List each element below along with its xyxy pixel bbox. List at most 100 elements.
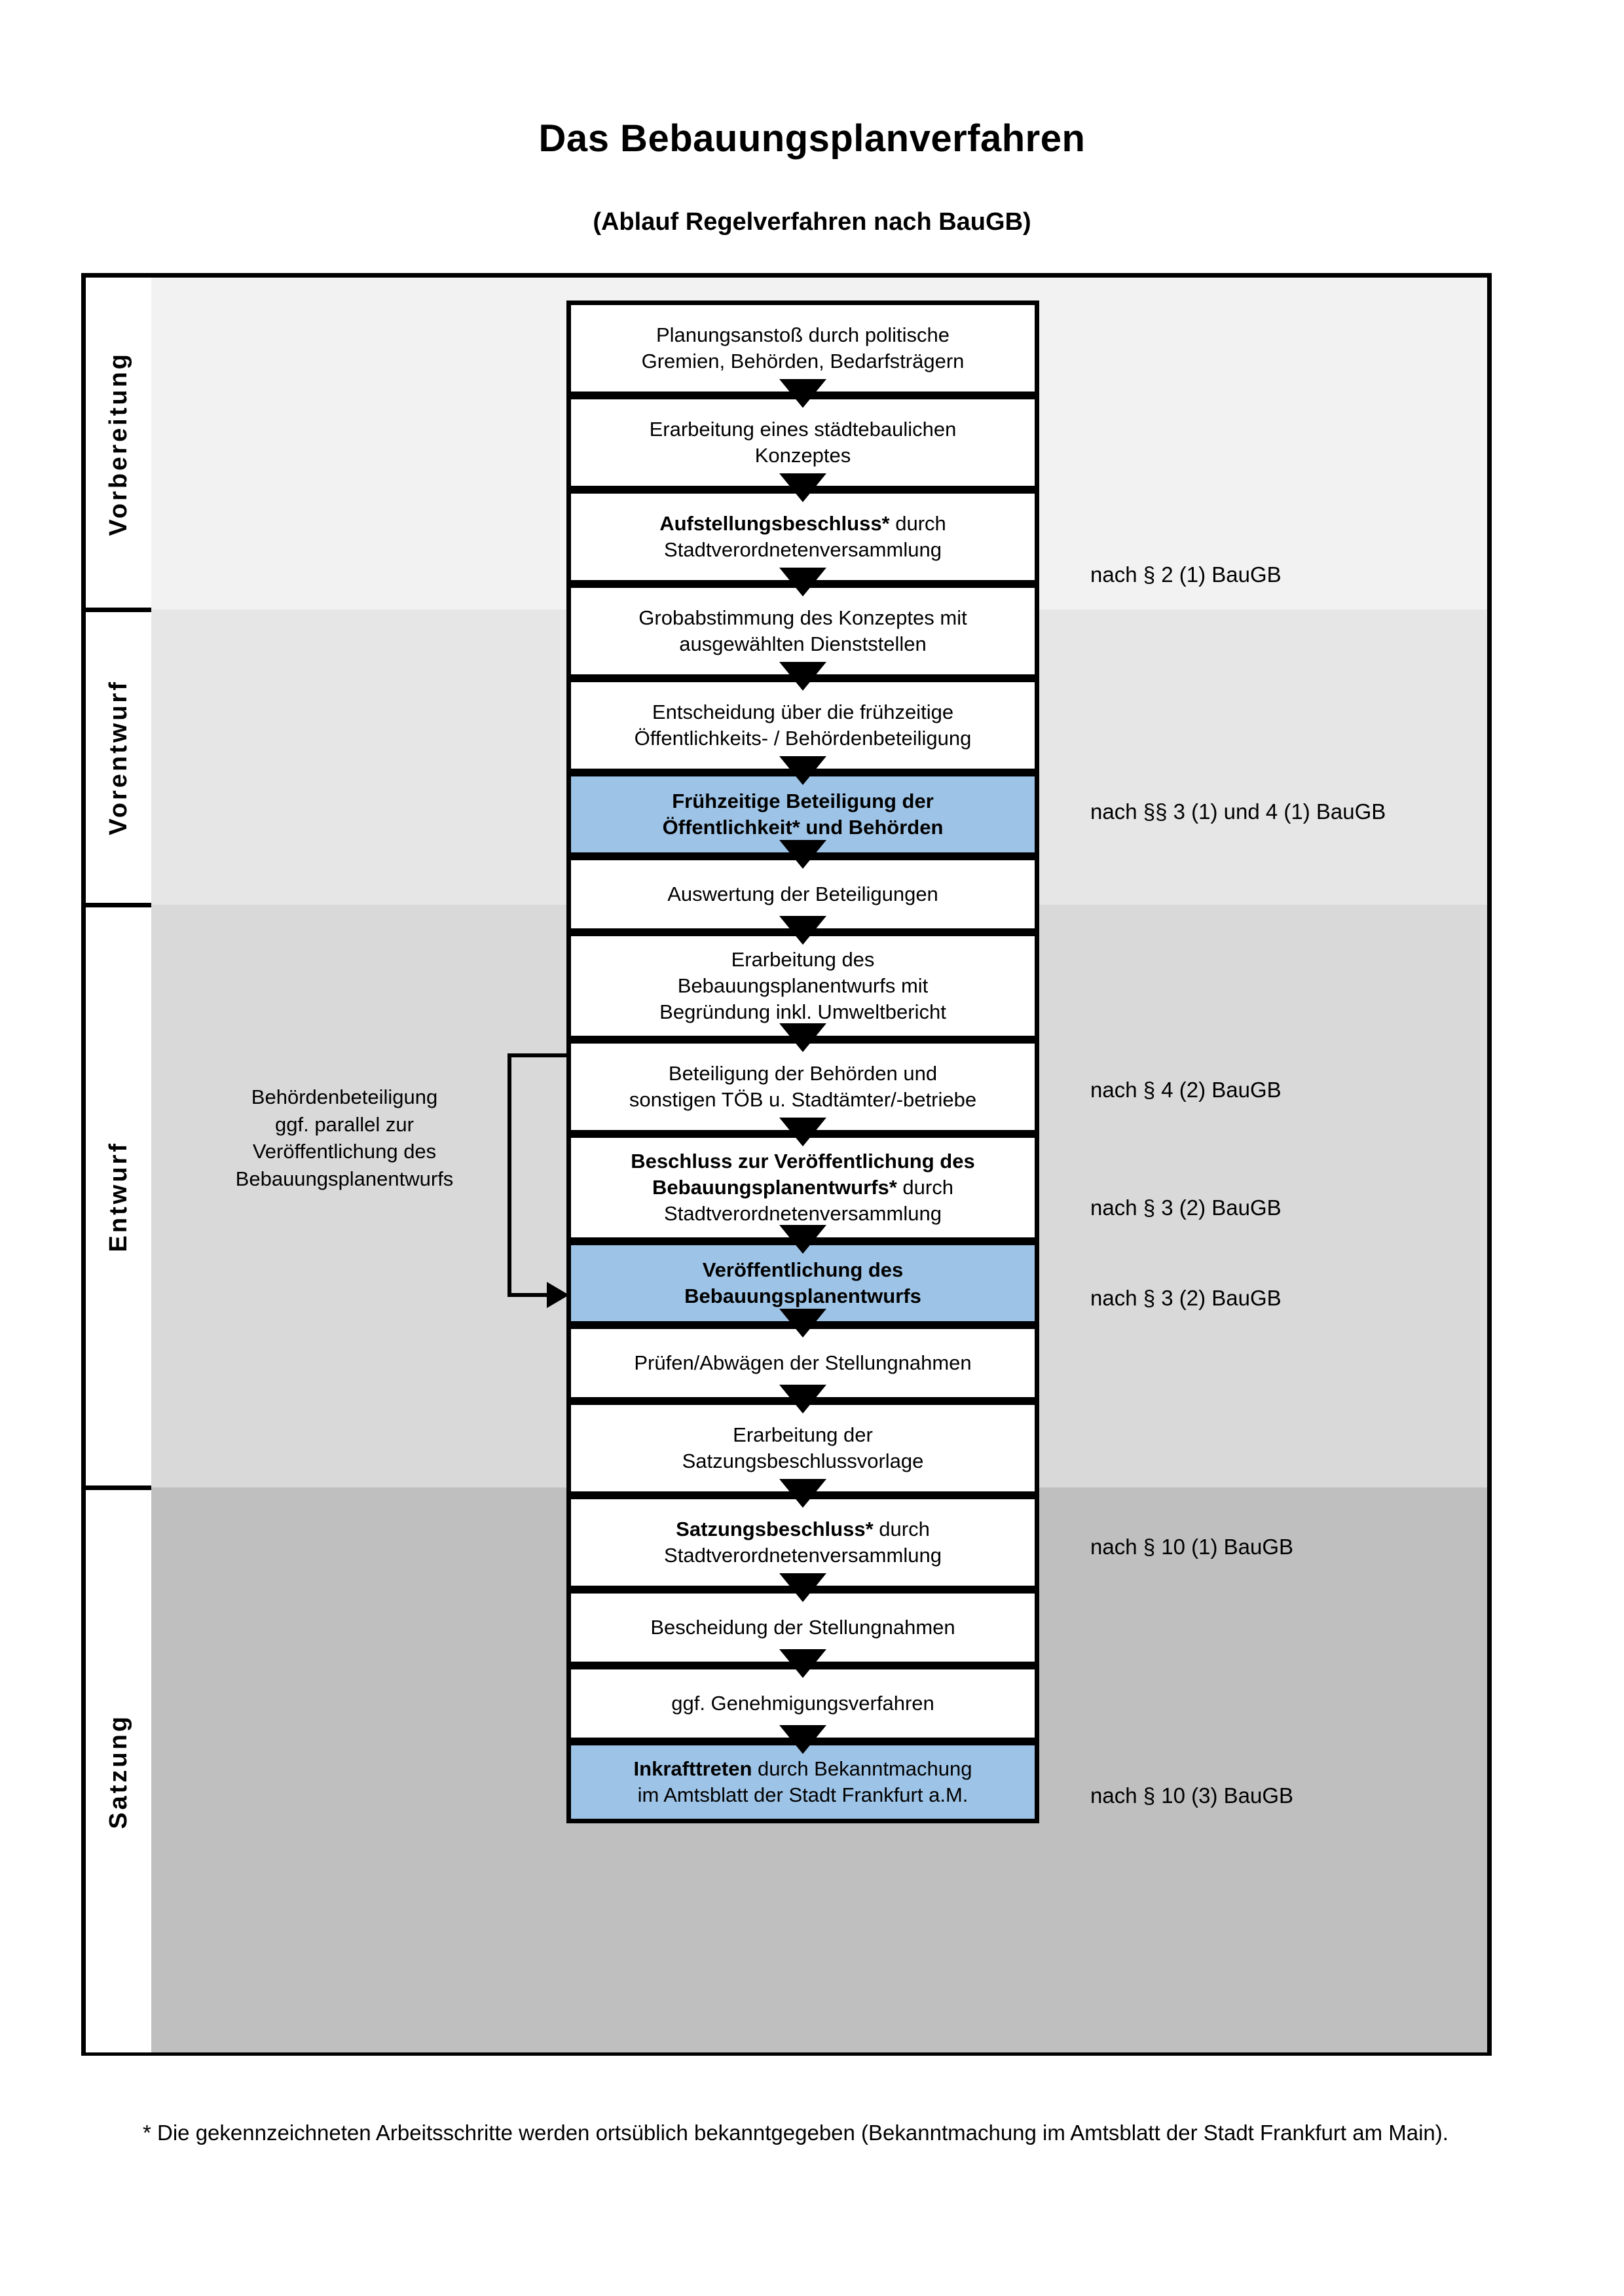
flow-node-text: Erarbeitung eines städtebaulichen Konzep… [578, 416, 1028, 469]
flow-node-line: Begründung inkl. Umweltbericht [659, 1000, 946, 1024]
flow-node-beschluss-veroeffentlichung[interactable]: Beschluss zur Veröffentlichung des Bebau… [566, 1133, 1039, 1242]
flow-arrow-down [779, 1649, 826, 1678]
flow-node-text: Planungsanstoß durch politische Gremien,… [578, 322, 1028, 375]
flow-node-text: Inkrafttreten durch Bekanntmachung im Am… [578, 1756, 1028, 1809]
flow-node-line: Gremien, Behörden, Bedarfsträgern [641, 350, 965, 373]
sidenote-line: Behördenbeteiligung [251, 1085, 438, 1108]
phase-label-vorentwurf: Vorentwurf [86, 612, 151, 903]
flow-node-inkrafttreten[interactable]: Inkrafttreten durch Bekanntmachung im Am… [566, 1741, 1039, 1823]
phase-label-entwurf: Entwurf [86, 907, 151, 1485]
flow-node-line: im Amtsblatt der Stadt Frankfurt a.M. [637, 1783, 969, 1806]
rail-divider [86, 608, 151, 612]
flow-node-line: Öffentlichkeits- / Behördenbeteiligung [634, 727, 972, 750]
flow-node-line: Erarbeitung des [731, 947, 875, 971]
flow-node-text: Prüfen/Abwägen der Stellungnahmen [578, 1350, 1028, 1376]
phase-label-vorbereitung: Vorbereitung [86, 278, 151, 610]
flow-node-line: durch Bekanntmachung [752, 1757, 972, 1780]
law-ref-paragraph-2-1: nach § 2 (1) BauGB [1090, 562, 1282, 587]
phase-label-satzung: Satzung [86, 1490, 151, 2052]
page-title: Das Bebauungsplanverfahren [538, 117, 1086, 160]
flow-node-text: Satzungsbeschluss* durch Stadtverordnete… [578, 1516, 1028, 1569]
sidenote-behoerdenbeteiligung: Behördenbeteiligung ggf. parallel zur Ve… [191, 1084, 498, 1192]
flow-node-line-bold: Frühzeitige Beteiligung der [672, 789, 934, 812]
flow-node-text: Entscheidung über die frühzeitige Öffent… [578, 699, 1028, 752]
feedback-connector-top [507, 1053, 570, 1057]
flow-node-text: Frühzeitige Beteiligung der Öffentlichke… [578, 788, 1028, 841]
flow-node-line: Satzungsbeschlussvorlage [682, 1449, 924, 1472]
flow-node-line-bold: Satzungsbeschluss* [676, 1517, 874, 1540]
phase-label-text: Satzung [104, 1713, 132, 1829]
feedback-connector-arrowhead [547, 1282, 569, 1308]
flow-node-beteiligung-behoerden-toeb[interactable]: Beteiligung der Behörden und sonstigen T… [566, 1039, 1039, 1135]
flow-node-line-bold: Aufstellungsbeschluss* [659, 511, 890, 535]
flow-arrow-down [779, 1118, 826, 1146]
flow-arrow-down [779, 662, 826, 691]
phase-label-text: Entwurf [104, 1140, 132, 1252]
law-ref-paragraph-3-2-veroeffentlichung: nach § 3 (2) BauGB [1090, 1286, 1282, 1310]
flow-node-text: ggf. Genehmigungsverfahren [578, 1690, 1028, 1717]
flow-node-text: Grobabstimmung des Konzeptes mit ausgewä… [578, 605, 1028, 658]
feedback-connector-bottom [507, 1293, 548, 1297]
flow-node-line: Prüfen/Abwägen der Stellungnahmen [634, 1351, 972, 1374]
flow-node-text: Beschluss zur Veröffentlichung des Bebau… [578, 1148, 1028, 1228]
flow-node-line: durch [889, 511, 946, 535]
sidenote-line: ggf. parallel zur [275, 1112, 414, 1136]
law-ref-paragraph-3-2-beschluss: nach § 3 (2) BauGB [1090, 1195, 1282, 1220]
flow-node-line-bold: Inkrafttreten [633, 1757, 752, 1780]
flow-arrow-down [779, 840, 826, 869]
flow-arrow-down [779, 1385, 826, 1413]
flow-node-line: Stadtverordnetenversammlung [664, 1202, 942, 1226]
flow-node-line: Beteiligung der Behörden und [668, 1061, 938, 1085]
flow-node-text: Aufstellungsbeschluss* durch Stadtverord… [578, 511, 1028, 564]
flow-node-line: sonstigen TÖB u. Stadtämter/-betriebe [629, 1088, 977, 1111]
flow-node-line: Stadtverordnetenversammlung [664, 1544, 942, 1567]
phase-rail: Vorbereitung Vorentwurf Entwurf Satzung [86, 278, 151, 2052]
rail-divider [86, 903, 151, 907]
flow-node-line: durch [896, 1175, 953, 1199]
diagram-frame: Vorbereitung Vorentwurf Entwurf Satzung … [81, 273, 1492, 2056]
flow-arrow-down [779, 1725, 826, 1754]
flow-node-veroeffentlichung-entwurf[interactable]: Veröffentlichung des Bebauungsplanentwur… [566, 1241, 1039, 1326]
page-subtitle: (Ablauf Regelverfahren nach BauGB) [593, 208, 1031, 236]
flow-node-text: Beteiligung der Behörden und sonstigen T… [578, 1061, 1028, 1114]
flow-node-text: Erarbeitung der Satzungsbeschlussvorlage [578, 1422, 1028, 1475]
flow-node-line: ausgewählten Dienststellen [679, 632, 927, 655]
footnote: * Die gekennzeichneten Arbeitsschritte w… [143, 2121, 1449, 2145]
flow-node-text: Erarbeitung des Bebauungsplanentwurfs mi… [578, 947, 1028, 1026]
flow-node-text: Auswertung der Beteiligungen [578, 881, 1028, 907]
flow-node-line-bold: Veröffentlichung des [702, 1258, 904, 1281]
phase-label-text: Vorbereitung [104, 351, 132, 536]
sidenote-line: Bebauungsplanentwurfs [235, 1167, 454, 1190]
flow-node-line: Stadtverordnetenversammlung [664, 538, 942, 561]
flow-node-line: Erarbeitung eines städtebaulichen [649, 417, 957, 441]
flow-arrow-down [779, 1023, 826, 1052]
flow-node-text: Veröffentlichung des Bebauungsplanentwur… [578, 1257, 1028, 1310]
flow-node-line-bold: Bebauungsplanentwurfs [684, 1285, 921, 1307]
flow-arrow-down [779, 379, 826, 408]
flow-node-line: Konzeptes [754, 444, 851, 467]
flow-node-line: ggf. Genehmigungsverfahren [671, 1691, 934, 1715]
flow-arrow-down [779, 916, 826, 945]
flow-node-text: Bescheidung der Stellungnahmen [578, 1614, 1028, 1641]
flow-arrow-down [779, 1479, 826, 1508]
phase-label-text: Vorentwurf [104, 680, 132, 835]
flow-node-line: Grobabstimmung des Konzeptes mit [638, 606, 967, 629]
flow-arrow-down [779, 473, 826, 502]
feedback-connector-vertical [507, 1053, 511, 1297]
flow-node-line-bold: Beschluss zur Veröffentlichung des [631, 1149, 975, 1173]
flow-node-line: Entscheidung über die frühzeitige [652, 700, 954, 723]
flow-node-line: Bebauungsplanentwurfs mit [677, 974, 929, 997]
law-ref-paragraph-4-2: nach § 4 (2) BauGB [1090, 1078, 1282, 1102]
flow-node-line: durch [873, 1517, 930, 1540]
flow-node-line: Erarbeitung der [733, 1423, 873, 1446]
flow-node-line: Bescheidung der Stellungnahmen [650, 1615, 955, 1639]
flow-arrow-down [779, 568, 826, 596]
law-ref-paragraph-10-1: nach § 10 (1) BauGB [1090, 1535, 1294, 1559]
law-ref-paragraph-10-3: nach § 10 (3) BauGB [1090, 1783, 1294, 1808]
flow-arrow-down [779, 1309, 826, 1338]
flow-node-line-bold: Öffentlichkeit* und Behörden [662, 816, 944, 839]
rail-divider [86, 1485, 151, 1490]
flow-node-line-bold: Bebauungsplanentwurfs* [652, 1175, 897, 1199]
sidenote-line: Veröffentlichung des [252, 1140, 437, 1163]
